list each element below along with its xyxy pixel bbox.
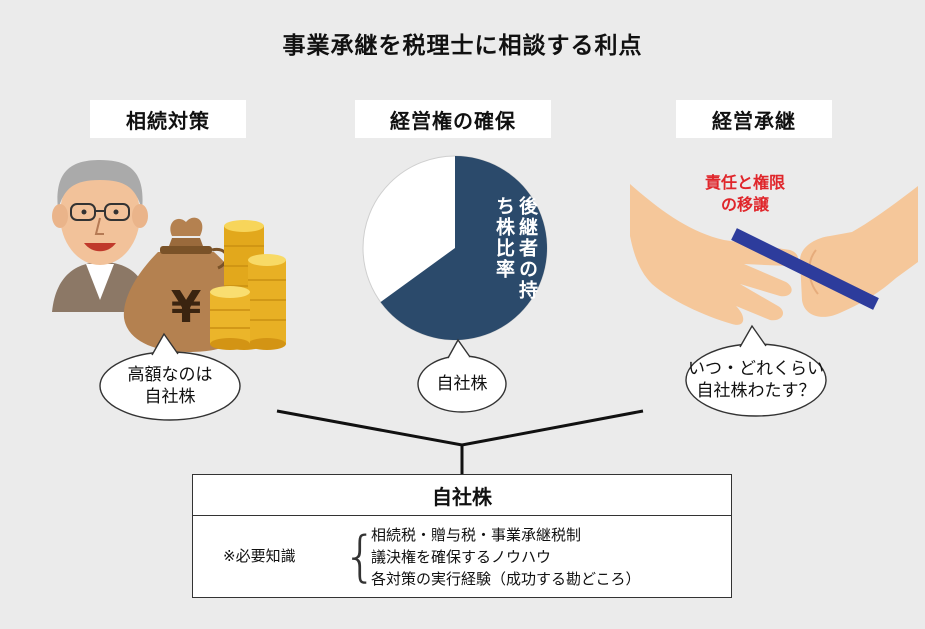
knowledge-item: 議決権を確保するノウハウ [371,548,552,566]
bubble-text-center: 自社株 [418,373,506,395]
coin-stacks-illustration [210,220,286,350]
summary-box: 自社株 ※必要知識 { 相続税・贈与税・事業承継税制 議決権を確保するノウハウ … [192,474,732,598]
speech-bubble-left [99,332,241,421]
bubble-left-line-1: 高額なのは [127,365,213,385]
heading-inheritance: 相続対策 [90,100,246,138]
summary-title: 自社株 [432,484,492,509]
knowledge-item: 各対策の実行経験（成功する勘どころ） [371,570,641,588]
pie-slice-successor-share [380,156,547,340]
required-knowledge-label: ※必要知識 [223,547,296,565]
elderly-man-illustration [52,160,150,312]
bubble-left-line-2: 自社株 [144,387,196,407]
baton-hands-illustration [630,184,918,325]
brace-icon: { [343,525,378,588]
summary-divider [193,515,731,516]
bubble-text-left: 高額なのは 自社株 [100,364,240,408]
bubble-right-line-1: いつ・どれくらい [688,359,824,379]
transfer-caption: 責任と権限 の移譲 [690,172,800,216]
svg-text:¥: ¥ [171,282,202,333]
speech-bubble-right [685,324,827,417]
diagram-title: 事業承継を税理士に相談する利点 [282,33,643,59]
bubble-center-line-1: 自社株 [436,374,488,394]
heading-succession: 経営承継 [676,100,832,138]
speech-bubble-center [417,338,507,413]
heading-control: 経営権の確保 [355,100,551,138]
connector-lines [276,409,644,474]
transfer-caption-line-1: 責任と権限 [704,173,785,192]
knowledge-item: 相続税・贈与税・事業承継税制 [371,526,582,544]
transfer-caption-line-2: の移譲 [720,195,769,214]
pie-label: 後継者の持ち株比率 [493,196,538,301]
bubble-text-right: いつ・どれくらい 自社株わたす？ [680,358,832,402]
bubble-right-line-2: 自社株わたす？ [696,381,816,401]
